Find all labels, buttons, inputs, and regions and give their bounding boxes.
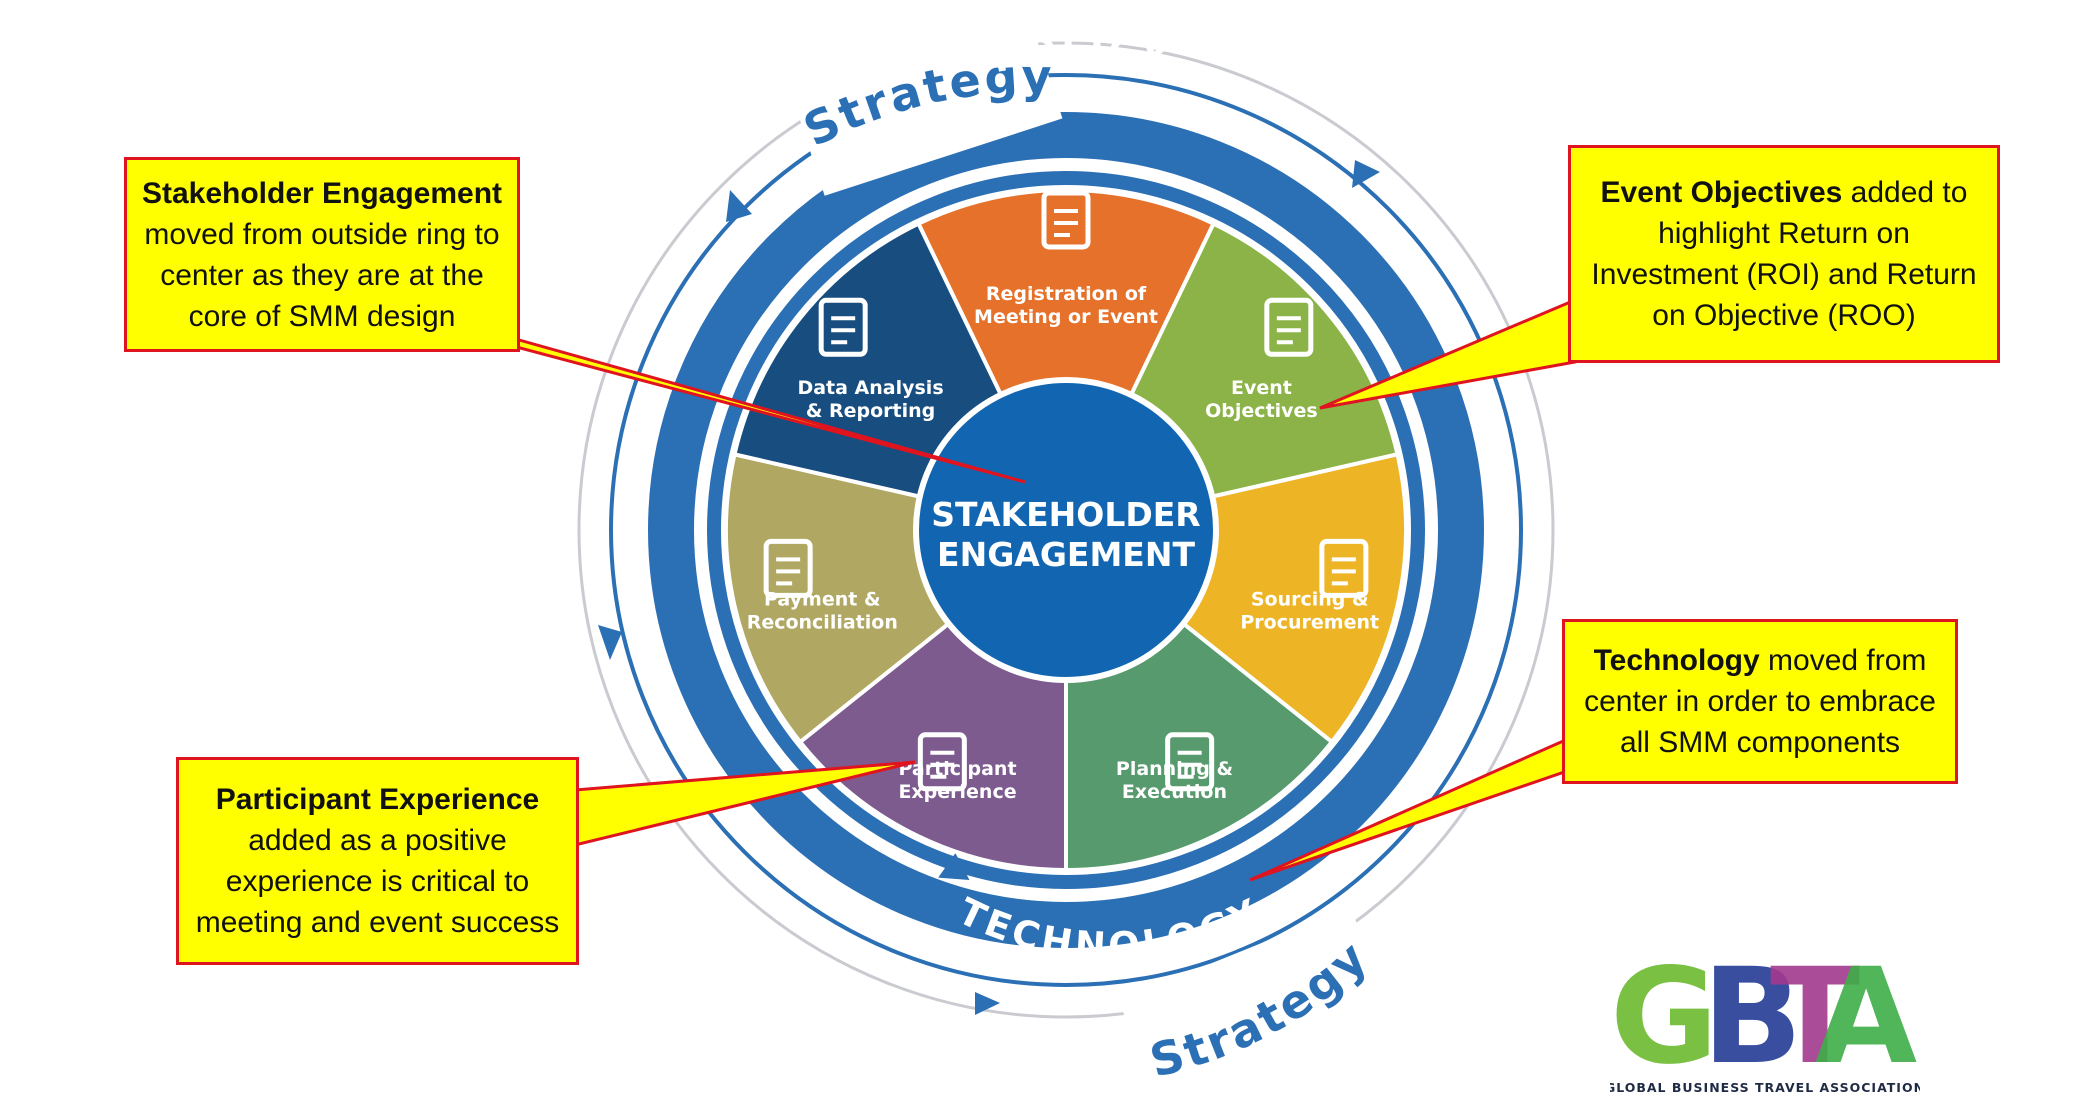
outer-thin-ring [577,41,1555,1019]
logo-tagline: GLOBAL BUSINESS TRAVEL ASSOCIATION [1610,1080,1920,1095]
group-people-icon [917,732,967,792]
payment-cards-icon [763,538,813,598]
report-document-icon [818,297,868,357]
segment-label: Sourcing & [1251,589,1369,611]
center-label-line2: ENGAGEMENT [937,535,1195,574]
logo-letter-a: A [1815,950,1917,1094]
callout-text: moved from outside ring to center as the… [144,217,500,333]
ring-arrow-icon [726,190,752,222]
callout-bold-text: Event Objectives [1600,176,1843,209]
presentation-icon [1165,732,1215,792]
checklist-pen-icon [1264,297,1314,357]
callout-text: added as a positive experience is critic… [195,824,560,939]
participant-callout: Participant Experience added as a positiv… [176,757,579,965]
segment-label: Meeting or Event [974,306,1158,328]
logo-letter-t: T [1770,950,1860,1094]
fountain-pen-icon [1319,538,1369,598]
event-objectives-callout: Event Objectives added to highlight Retu… [1568,145,2000,363]
segment-label: Data Analysis [797,377,943,399]
strategy-bottom-gap [1118,907,1392,1103]
segment-label: Event [1231,377,1292,399]
segment-label: Participant [899,758,1017,780]
segment-label: & Reporting [806,400,935,422]
segment-label: Experience [898,781,1016,803]
segment-label: Procurement [1240,612,1379,634]
gbta-logo: G B T A GLOBAL BUSINESS TRAVEL ASSOCIATI… [1610,950,1920,1095]
callout-bold-text: Technology [1593,644,1760,677]
ring-arrow-icon [1140,128,1168,158]
inner-blue-ring [707,171,1425,889]
strategy-ring [609,73,1523,987]
logo-letter-b: B [1702,950,1803,1094]
policy-label: POLICY [989,28,1175,81]
segment-label: Objectives [1205,400,1318,422]
callout-bold-text: Participant Experience [215,783,540,816]
policy-technology-ring [648,112,1484,948]
strategy-top-gap [787,4,1063,196]
segment-label: Payment & [764,589,881,611]
technology-callout: Technology moved from center in order to… [1562,619,1958,784]
ring-arrow-icon [938,853,970,881]
callout-text: moved from center in order to embrace al… [1584,644,1936,759]
segment-label: Execution [1122,781,1227,803]
logo-letter-g: G [1610,950,1718,1094]
callout-bold-text: Stakeholder Engagement [141,176,503,210]
segment-tap-hand [915,188,1217,535]
center-circle [913,377,1219,683]
segment-label: Planning & [1116,758,1233,780]
segment-label: Registration of [986,283,1147,305]
ring-arrow-icon [598,625,622,660]
ring-arrow-icon [975,992,1000,1015]
ring-arrow-icon [1352,160,1380,188]
callout-text: added to highlight Return on Investment … [1591,176,1977,332]
center-label-line1: STAKEHOLDER [931,495,1200,534]
segment-label: Reconciliation [747,612,898,634]
stakeholder-callout: Stakeholder Engagement moved from outside… [124,157,520,352]
tap-hand-icon [1041,190,1091,250]
